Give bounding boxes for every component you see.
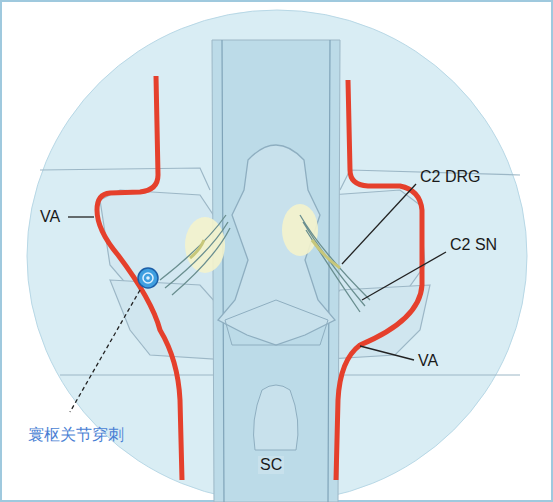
- nerve-label: C2 SN: [450, 236, 497, 254]
- leader-line: [360, 346, 414, 360]
- c2-drg-right: [312, 240, 340, 268]
- view-circle: [27, 10, 527, 502]
- cord-label: SC: [258, 456, 284, 474]
- c2-body: [225, 300, 328, 345]
- spinal-canal: [212, 40, 340, 502]
- leader-line: [68, 216, 94, 217]
- puncture-label: 寰枢关节穿刺: [28, 426, 124, 444]
- c2-nerve-right: [300, 215, 370, 312]
- puncture-target-ring: [143, 273, 153, 283]
- vertebral-artery: [336, 80, 422, 480]
- c2-drg-left: [190, 240, 204, 258]
- leader-line: [362, 252, 446, 300]
- puncture-target-dot: [146, 276, 150, 280]
- ganglion-label: C2 DRG: [420, 168, 480, 186]
- artery-label: VA: [40, 208, 60, 226]
- leader-line: [70, 290, 140, 412]
- artery-label: VA: [418, 352, 438, 370]
- puncture-target: [138, 268, 158, 288]
- leader-line: [342, 184, 416, 264]
- vertebral-artery: [97, 76, 182, 480]
- ganglion-glow: [282, 204, 318, 256]
- c2-nerve-left: [160, 215, 230, 295]
- spinous-process: [254, 385, 298, 450]
